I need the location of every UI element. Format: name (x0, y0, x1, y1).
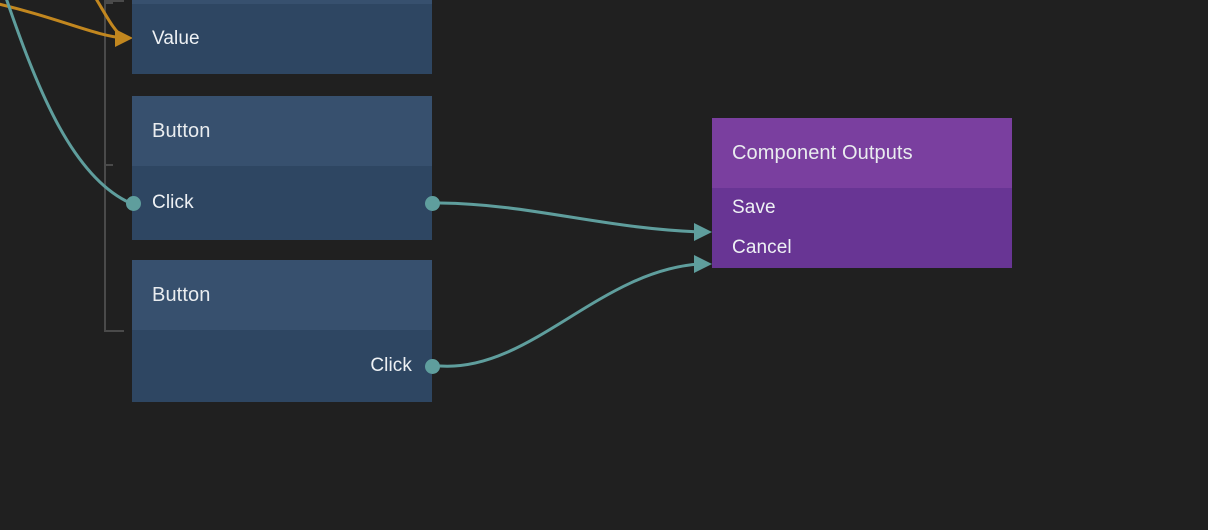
port-save-in[interactable]: Save (712, 188, 1012, 228)
node-title-value-node (132, 0, 432, 4)
edge-edge-click2-to-cancel[interactable] (438, 262, 702, 368)
port-label-value-in: Value (152, 28, 200, 49)
bracket-tick-1 (104, 164, 113, 166)
dot-click-out-1[interactable] (424, 195, 440, 211)
node-body-button-node-2: Click (132, 330, 432, 402)
port-click-out-2[interactable]: Click (132, 330, 432, 402)
port-label-cancel-in: Cancel (732, 237, 792, 258)
node-value-node[interactable]: Value (132, 0, 432, 74)
bracket-tick-0 (104, 2, 113, 4)
port-cancel-in[interactable]: Cancel (712, 228, 1012, 268)
port-label-click-in-1: Click (152, 192, 194, 213)
port-click-in-1[interactable]: Click (132, 166, 432, 240)
port-label-click-out-2: Click (370, 355, 412, 376)
dot-click-in-1[interactable] (125, 195, 141, 211)
node-body-value-node: Value (132, 4, 432, 74)
node-title-button-node-2: Button (132, 260, 432, 330)
node-title-component-outputs-node: Component Outputs (712, 118, 1012, 188)
arrowhead-edge-click1-to-save (694, 223, 712, 241)
group-bracket (104, 0, 124, 332)
node-body-button-node-1: Click (132, 166, 432, 240)
port-label-save-in: Save (732, 197, 776, 218)
dot-click-out-2[interactable] (424, 358, 440, 374)
arrowhead-edge-click2-to-cancel (694, 255, 712, 273)
port-value-in[interactable]: Value (132, 4, 432, 74)
edge-edge-click1-to-save[interactable] (438, 201, 702, 234)
node-title-button-node-1: Button (132, 96, 432, 166)
